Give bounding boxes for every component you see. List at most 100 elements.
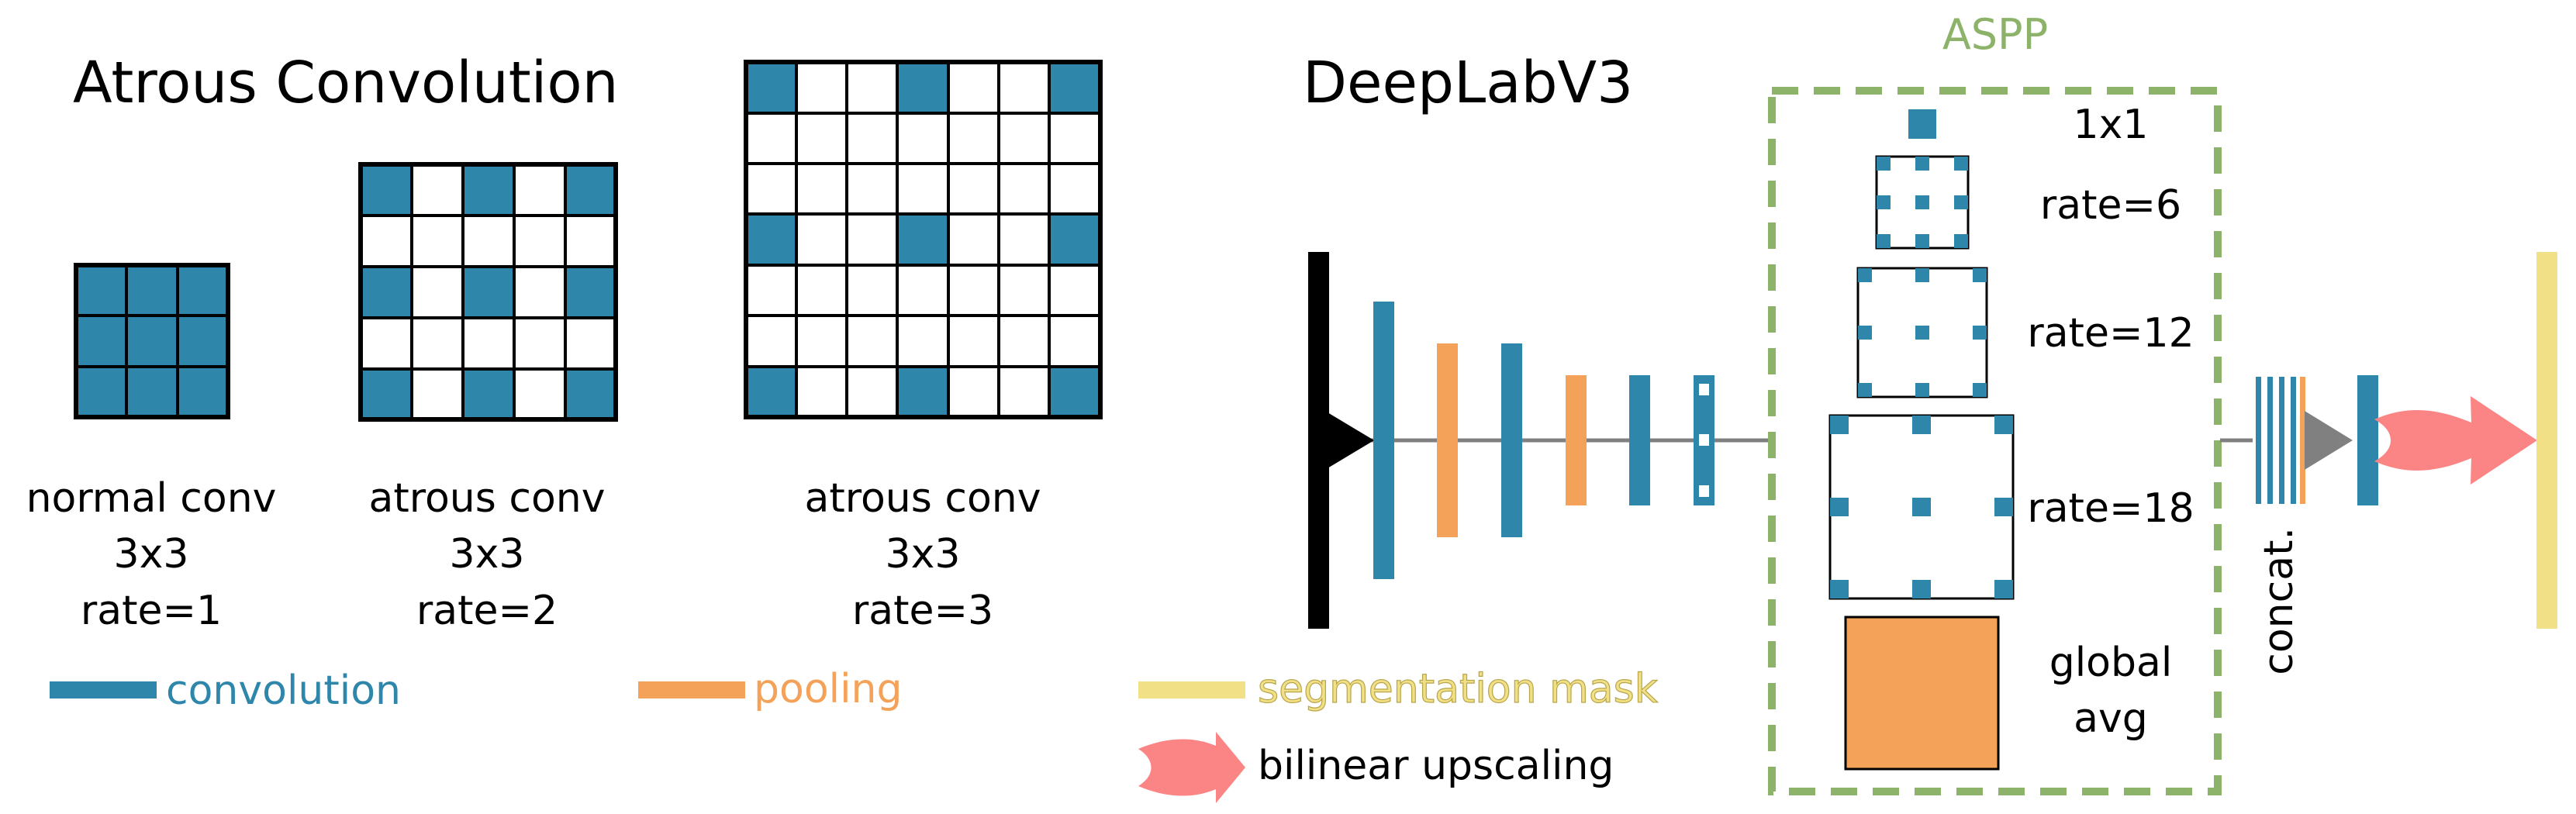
- caption-line: 3x3: [886, 531, 961, 578]
- kernel-tap: [1912, 498, 1931, 516]
- grid-border: [744, 60, 1103, 419]
- global-avg-pool-block: [1844, 616, 2000, 771]
- concat-slice: [2279, 377, 2284, 504]
- kernel-tap: [1912, 580, 1931, 598]
- grid-lines: [746, 62, 1100, 417]
- conv-layer: [1373, 302, 1394, 579]
- legend-convolution-label: convolution: [166, 667, 401, 714]
- kernel-tap: [1994, 580, 2013, 598]
- kernel-tap: [1954, 195, 1968, 209]
- kernel-tap: [1915, 157, 1929, 171]
- legend-pooling-label: pooling: [754, 666, 903, 712]
- caption-line: atrous conv: [368, 475, 605, 522]
- conv-layer: [1501, 343, 1522, 537]
- grid-lines: [361, 164, 616, 419]
- kernel-tap: [1877, 157, 1891, 171]
- caption-rate1: normal conv 3x3 rate=1: [26, 475, 277, 634]
- legend-pooling-swatch: [638, 681, 745, 698]
- conv-layer: [1629, 375, 1650, 505]
- kernel-tap: [1954, 157, 1968, 171]
- legend-upscaling-label: bilinear upscaling: [1258, 743, 1614, 789]
- caption-rate2: atrous conv 3x3 rate=2: [368, 475, 605, 634]
- kernel-cell: [361, 267, 412, 318]
- aspp-branch-label: rate=6: [2040, 182, 2181, 229]
- atrous-conv-rate2-grid: [358, 162, 618, 422]
- kernel-cell: [746, 367, 796, 417]
- kernel-cell: [361, 369, 412, 419]
- aspp-box: [1768, 87, 2222, 795]
- kernel-tap: [1830, 580, 1849, 598]
- atrous-conv-rate3-grid: [744, 60, 1103, 419]
- concat-slice: [2300, 377, 2305, 504]
- legend-upscaling-arrow-icon: [1138, 732, 1245, 803]
- kernel-tap: [1973, 268, 1987, 282]
- input-arrow-icon: [1328, 412, 1374, 468]
- kernel-cell: [463, 164, 514, 216]
- kernel-tap: [1877, 234, 1891, 248]
- concat-slice: [2267, 377, 2273, 504]
- kernel-cell: [897, 214, 948, 265]
- input-image-block: [1308, 252, 1329, 629]
- kernel-tap: [1915, 195, 1929, 209]
- grid-border: [358, 162, 618, 422]
- atrous-gap: [1699, 485, 1709, 497]
- kernel-cell: [897, 62, 948, 113]
- atrous-convolution-title: Atrous Convolution: [73, 50, 619, 116]
- kernel-tap: [1954, 234, 1968, 248]
- caption-line: atrous conv: [804, 475, 1041, 522]
- final-conv-layer: [2357, 375, 2378, 505]
- concat-label: concat.: [2256, 527, 2302, 675]
- caption-line: rate=1: [81, 588, 222, 634]
- aspp-rate18-conv: [1828, 414, 2015, 600]
- aspp-title: ASPP: [1942, 10, 2048, 59]
- aspp-branch-label: rate=12: [2027, 310, 2194, 357]
- kernel-tap: [1973, 383, 1987, 397]
- kernel-tap: [1858, 383, 1872, 397]
- deeplabv3-title: DeepLabV3: [1303, 50, 1633, 116]
- concat-arrow-icon: [2305, 411, 2353, 470]
- kernel-cell: [361, 164, 412, 216]
- caption-line: rate=2: [416, 588, 558, 634]
- kernel-cell: [565, 369, 616, 419]
- kernel-tap: [1994, 416, 2013, 434]
- segmentation-mask-output: [2536, 252, 2557, 629]
- legend: convolution pooling segmentation mask bi…: [50, 665, 1658, 803]
- caption-rate3: atrous conv 3x3 rate=3: [804, 475, 1041, 634]
- kernel-cell: [565, 164, 616, 216]
- kernel-tap: [1973, 326, 1987, 340]
- kernel-cell: [463, 369, 514, 419]
- kernel-cell: [897, 367, 948, 417]
- grid-lines: [76, 265, 228, 417]
- kernel-tap: [1915, 383, 1929, 397]
- kernel-cell: [1049, 367, 1100, 417]
- caption-line: 3x3: [114, 531, 189, 578]
- aspp-1x1-conv: [1908, 109, 1936, 139]
- global-avg-label: avg: [2074, 695, 2148, 742]
- legend-mask-label: segmentation mask: [1258, 666, 1658, 712]
- kernel-cell: [746, 62, 796, 113]
- kernel-cell: [463, 267, 514, 318]
- kernel-tap: [1830, 416, 1849, 434]
- caption-line: rate=3: [852, 588, 993, 634]
- global-avg-label: global: [2049, 640, 2173, 686]
- bilinear-upscaling-arrow-icon: [2374, 396, 2537, 485]
- kernel-tap: [1858, 268, 1872, 282]
- concat-stack: [2256, 377, 2305, 504]
- kernel-tap: [1915, 234, 1929, 248]
- caption-line: normal conv: [26, 475, 277, 522]
- concat-slice: [2256, 377, 2261, 504]
- kernel-cell: [746, 214, 796, 265]
- kernel-tap: [1877, 195, 1891, 209]
- kernel-cell: [1049, 214, 1100, 265]
- kernel-cell: [565, 267, 616, 318]
- legend-convolution-swatch: [50, 681, 157, 698]
- conv-kernel-block: [76, 265, 228, 417]
- kernel-tap: [1858, 326, 1872, 340]
- kernel-tap: [1915, 326, 1929, 340]
- aspp-rate6-conv: [1875, 155, 1970, 250]
- pool-layer: [1437, 343, 1458, 537]
- caption-line: 3x3: [450, 531, 525, 578]
- kernel-cell: [1049, 62, 1100, 113]
- aspp-rate12-conv: [1856, 267, 1988, 398]
